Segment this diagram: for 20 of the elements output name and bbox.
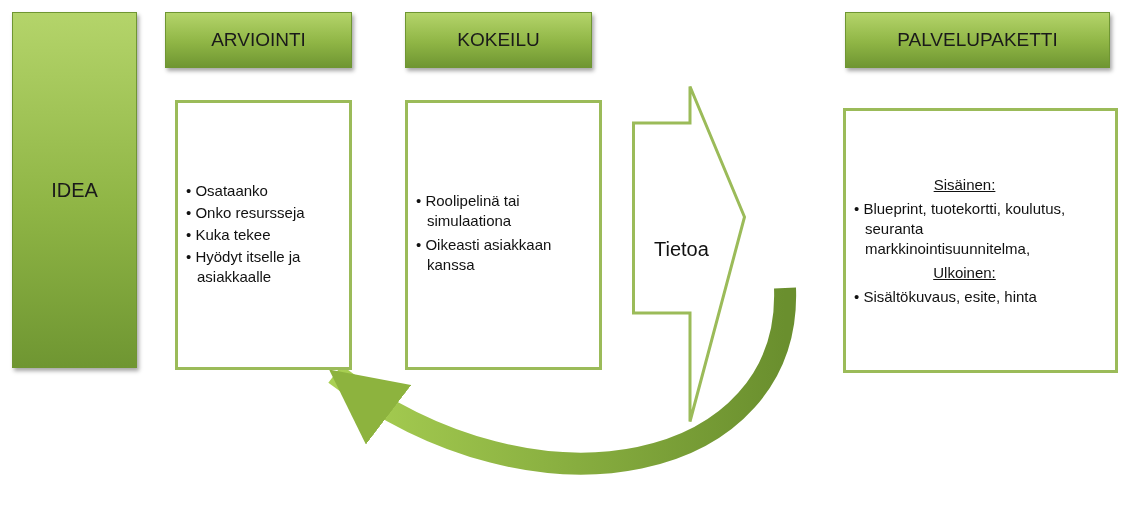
- arrow-label: Tietoa: [654, 237, 709, 261]
- stage-header: ARVIOINTI: [165, 12, 352, 68]
- bullet-item: • Hyödyt itselle ja asiakkaalle: [186, 247, 302, 287]
- section-heading: Ulkoinen:: [932, 262, 997, 283]
- block-arrow: [632, 85, 746, 423]
- section-heading: Sisäinen:: [932, 174, 997, 195]
- bullet-item: • Blueprint, tuotekortti, koulutus, seuranta markkinointisuunnitelma,: [854, 198, 1067, 259]
- bullet-item: • Osataanko: [186, 181, 269, 201]
- bullet-item: • Roolipelinä tai simulaationa: [416, 191, 521, 231]
- bullet-item: • Kuka tekee: [186, 225, 272, 245]
- bullet-item: • Onko resursseja: [186, 203, 306, 223]
- stage-header: IDEA: [12, 12, 137, 368]
- content-box: [405, 100, 602, 370]
- content-box: [843, 108, 1118, 373]
- content-box: [175, 100, 352, 370]
- bullet-item: • Oikeasti asiakkaan kanssa: [416, 235, 553, 275]
- bullet-item: • Sisältökuvaus, esite, hinta: [854, 286, 1038, 307]
- curved-arrow: [328, 287, 796, 475]
- stage-header: KOKEILU: [405, 12, 592, 68]
- stage-header: PALVELUPAKETTI: [845, 12, 1110, 68]
